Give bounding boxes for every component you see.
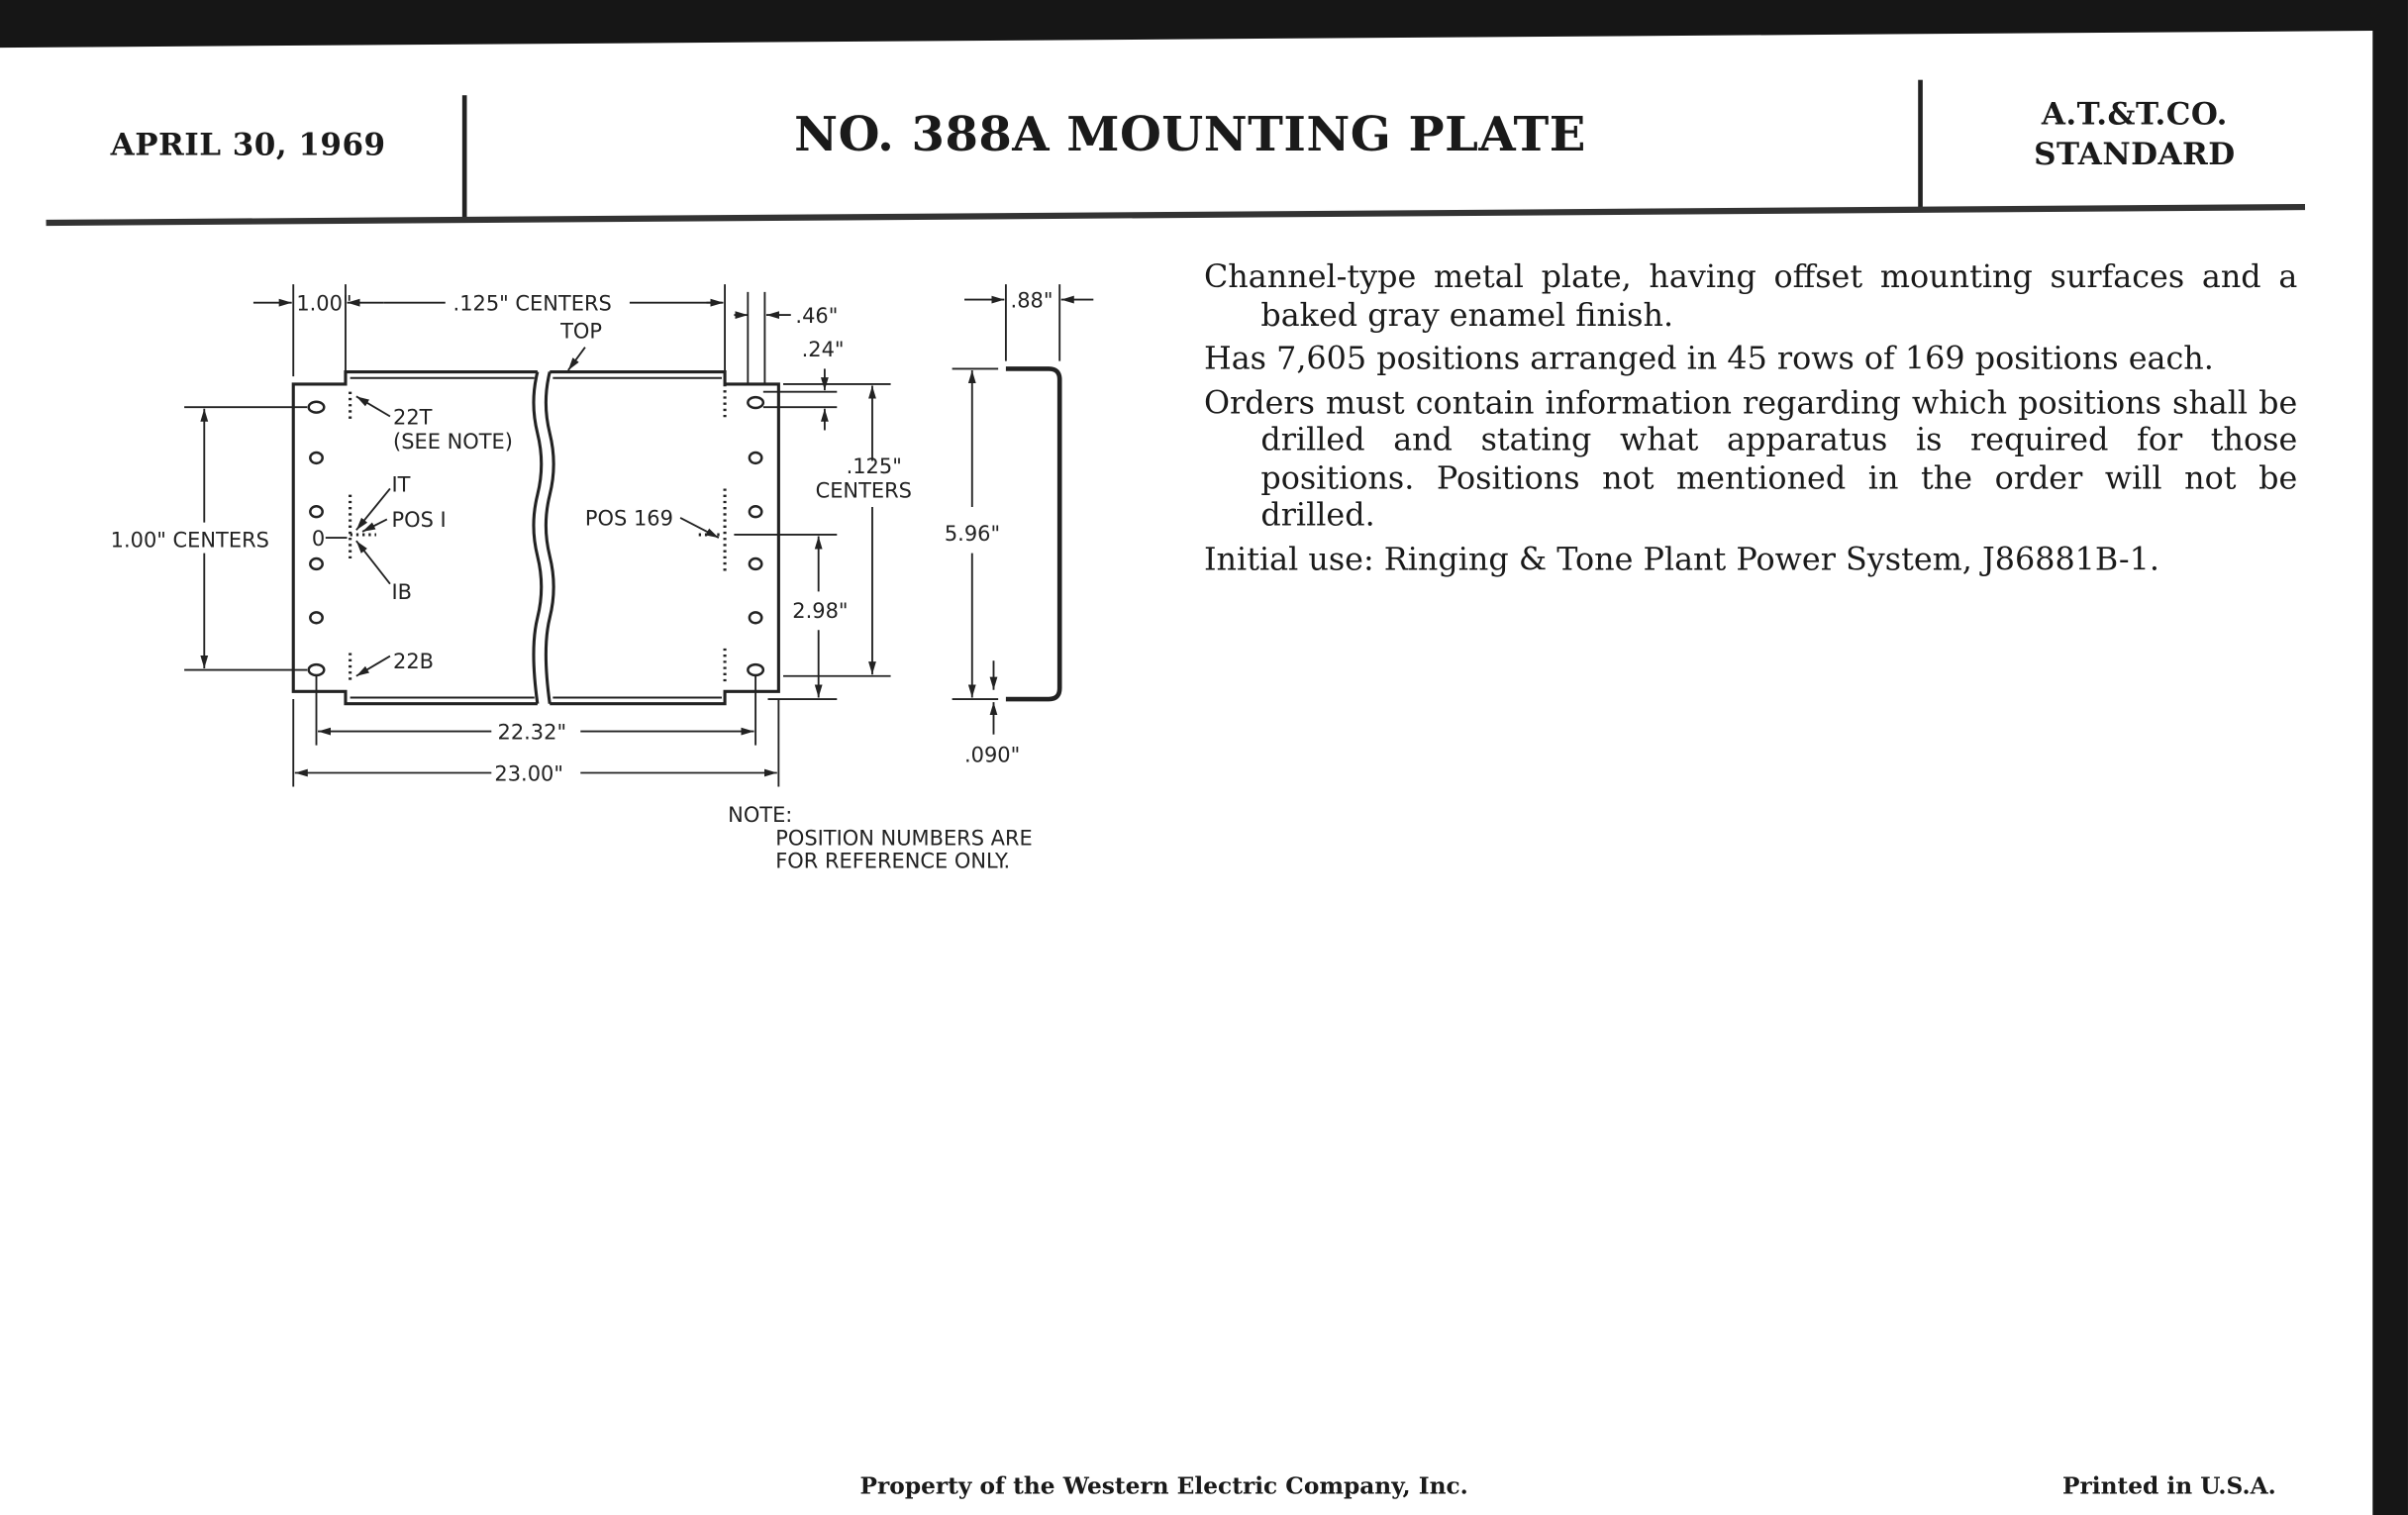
dim-090: .090" <box>964 744 1020 767</box>
standard-line-1: A.T.&T.CO. <box>2041 95 2228 133</box>
document-date: APRIL 30, 1969 <box>110 126 386 163</box>
description: Channel-type metal plate, having offset … <box>1204 258 2297 584</box>
label-top: TOP <box>559 319 602 343</box>
description-paragraph: Orders must contain information regardin… <box>1203 383 2298 534</box>
description-paragraph: Channel-type metal plate, having offset … <box>1203 257 2298 333</box>
header-divider <box>1918 79 1923 208</box>
dim-88: .88" <box>1011 288 1054 312</box>
dim-24: .24" <box>802 338 845 361</box>
label-1t: IT <box>392 473 411 497</box>
dim-596: 5.96" <box>945 522 1000 546</box>
label-22b: 22B <box>393 650 434 673</box>
dim-right-centers-label: CENTERS <box>816 479 912 503</box>
label-pos1: POS I <box>392 508 447 532</box>
label-1b: IB <box>392 580 413 604</box>
standard-line-2: STANDARD <box>2034 135 2236 172</box>
header-divider <box>461 95 467 219</box>
dim-left-centers: 1.00" CENTERS <box>111 528 269 552</box>
standard-label: A.T.&T.CO. STANDARD <box>1951 94 2319 174</box>
label-see-note: (SEE NOTE) <box>393 430 513 454</box>
footer-printed: Printed in U.S.A. <box>2061 1471 2276 1500</box>
dim-46: .46" <box>795 304 838 328</box>
dim-centers-top: .125" CENTERS <box>453 291 612 315</box>
label-pos169: POS 169 <box>585 507 673 531</box>
document-title: NO. 388A MOUNTING PLATE <box>794 107 1586 163</box>
note-title: NOTE: <box>728 803 792 827</box>
dim-right-centers: .125" <box>847 454 902 478</box>
dimension-lines <box>184 284 1094 787</box>
mounting-holes <box>307 395 765 677</box>
note-line-1: POSITION NUMBERS ARE <box>775 826 1033 850</box>
dim-2300: 23.00" <box>494 761 563 785</box>
zero-mark: 0 <box>312 527 325 551</box>
label-22t: 22T <box>393 405 433 429</box>
footer-property: Property of the Western Electric Company… <box>859 1471 1468 1500</box>
note-line-2: FOR REFERENCE ONLY. <box>775 850 1010 873</box>
dim-298: 2.98" <box>792 599 848 623</box>
dim-2232: 22.32" <box>498 720 567 744</box>
description-paragraph: Initial use: Ringing & Tone Plant Power … <box>1203 540 2159 577</box>
plate-outline <box>291 366 1062 706</box>
description-paragraph: Has 7,605 positions arranged in 45 rows … <box>1203 339 2214 377</box>
dim-left-flange: 1.00" <box>296 291 351 315</box>
